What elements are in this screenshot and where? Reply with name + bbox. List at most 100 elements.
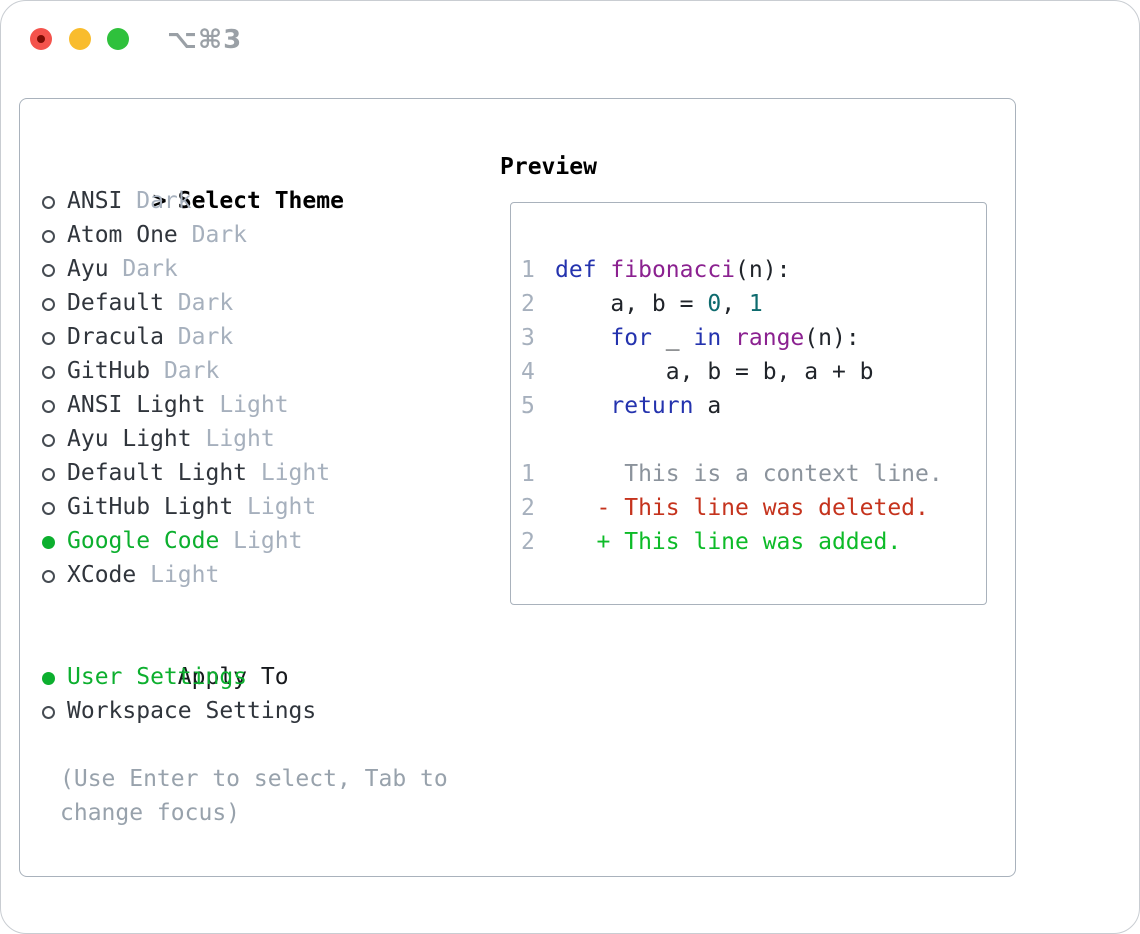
theme-variant-label: Dark [108,256,178,282]
code-segment-plain: a [693,393,722,419]
code-line [521,423,986,457]
theme-option-xcode[interactable]: XCode Light [42,558,492,592]
line-number: 3 [521,325,535,351]
select-theme-header: > Select Theme [42,150,492,214]
spacer [42,728,492,762]
code-segment-plain [555,393,610,419]
radio-selected-icon [42,660,67,694]
radio-unselected-icon [42,694,67,728]
line-number: 5 [521,393,535,419]
spacer [42,592,492,626]
focus-prompt-icon: > [152,188,167,214]
radio-unselected-icon [42,456,67,490]
radio-unselected-icon [42,558,67,592]
theme-option-ansi-light[interactable]: ANSI Light Light [42,388,492,422]
code-segment-keyword: for [610,325,652,351]
apply-option-workspace-settings[interactable]: Workspace Settings [42,694,492,728]
theme-option-label: ANSI [67,188,123,214]
theme-option-default-light[interactable]: Default Light Light [42,456,492,490]
apply-to-header: Apply To [42,626,492,690]
theme-variant-label: Light [219,528,303,554]
theme-option-label: GitHub Light [67,494,234,520]
theme-option-ansi[interactable]: ANSI Dark [42,184,492,218]
preview-title: Preview [500,154,597,180]
line-number: 2 [521,529,535,555]
line-number: 2 [521,291,535,317]
code-segment-plain [597,257,611,283]
code-segment-context: This is a context line. [555,461,943,487]
theme-option-label: Google Code [67,528,220,554]
radio-unselected-icon [42,388,67,422]
code-line: 2 + This line was added. [521,525,986,559]
code-segment-plain: (n): [804,325,860,351]
theme-option-label: Default [67,290,164,316]
theme-variant-label: Dark [150,358,220,384]
theme-option-label: XCode [67,562,137,588]
apply-to-title: Apply To [177,664,289,690]
code-segment-function: fibonacci [610,257,736,283]
code-segment-plain: , [721,291,749,317]
code-segment-plain: a, b = [555,291,708,317]
theme-variant-label: Light [191,426,275,452]
theme-option-google-code[interactable]: Google Code Light [42,524,492,558]
theme-option-label: Default Light [67,460,248,486]
theme-option-label: Atom One [67,222,178,248]
code-segment-number: 0 [707,291,722,317]
code-segment-plain [555,325,610,351]
zoom-button[interactable] [107,28,129,50]
theme-option-label: Ayu Light [67,426,192,452]
radio-unselected-icon [42,184,67,218]
code-segment-function: range [735,325,805,351]
theme-option-dracula[interactable]: Dracula Dark [42,320,492,354]
theme-option-github[interactable]: GitHub Dark [42,354,492,388]
theme-variant-label: Light [136,562,220,588]
apply-option-label: Workspace Settings [67,698,317,724]
code-line: 1 This is a context line. [521,457,986,491]
theme-option-label: Dracula [67,324,164,350]
titlebar: ⌥⌘3 [1,1,1139,76]
code-segment-deleted: - This line was deleted. [555,495,929,521]
radio-selected-icon [42,524,67,558]
radio-unselected-icon [42,422,67,456]
theme-option-github-light[interactable]: GitHub Light Light [42,490,492,524]
radio-unselected-icon [42,490,67,524]
theme-variant-label: Dark [163,324,234,350]
line-number: 1 [521,461,535,487]
code-segment-added: + This line was added. [555,529,902,555]
code-line: 4 a, b = b, a + b [521,355,986,389]
theme-variant-label: Light [205,392,289,418]
theme-variant-label: Light [233,494,317,520]
theme-option-default[interactable]: Default Dark [42,286,492,320]
theme-option-atom-one[interactable]: Atom One Dark [42,218,492,252]
line-number: 2 [521,495,535,521]
apply-option-user-settings[interactable]: User Settings [42,660,492,694]
code-segment-plain: a, b = b, a + b [555,359,874,385]
theme-option-label: ANSI Light [67,392,206,418]
code-segment-plain [721,325,735,351]
code-segment-keyword: in [693,325,722,351]
theme-option-label: Ayu [67,256,109,282]
help-text: (Use Enter to select, Tab to change focu… [60,766,448,826]
theme-variant-label: Dark [163,290,234,316]
theme-option-ayu[interactable]: Ayu Dark [42,252,492,286]
select-theme-title: Select Theme [177,188,344,214]
code-segment-keyword: def [555,257,597,283]
code-line: 5 return a [521,389,986,423]
unsaved-dot-icon [37,35,45,43]
radio-unselected-icon [42,320,67,354]
code-line: 2 a, b = 0, 1 [521,287,986,321]
code-segment-number: 1 [748,291,763,317]
theme-option-ayu-light[interactable]: Ayu Light Light [42,422,492,456]
code-line: 2 - This line was deleted. [521,491,986,525]
radio-unselected-icon [42,218,67,252]
minimize-button[interactable] [69,28,91,50]
radio-unselected-icon [42,354,67,388]
close-button[interactable] [30,28,52,50]
